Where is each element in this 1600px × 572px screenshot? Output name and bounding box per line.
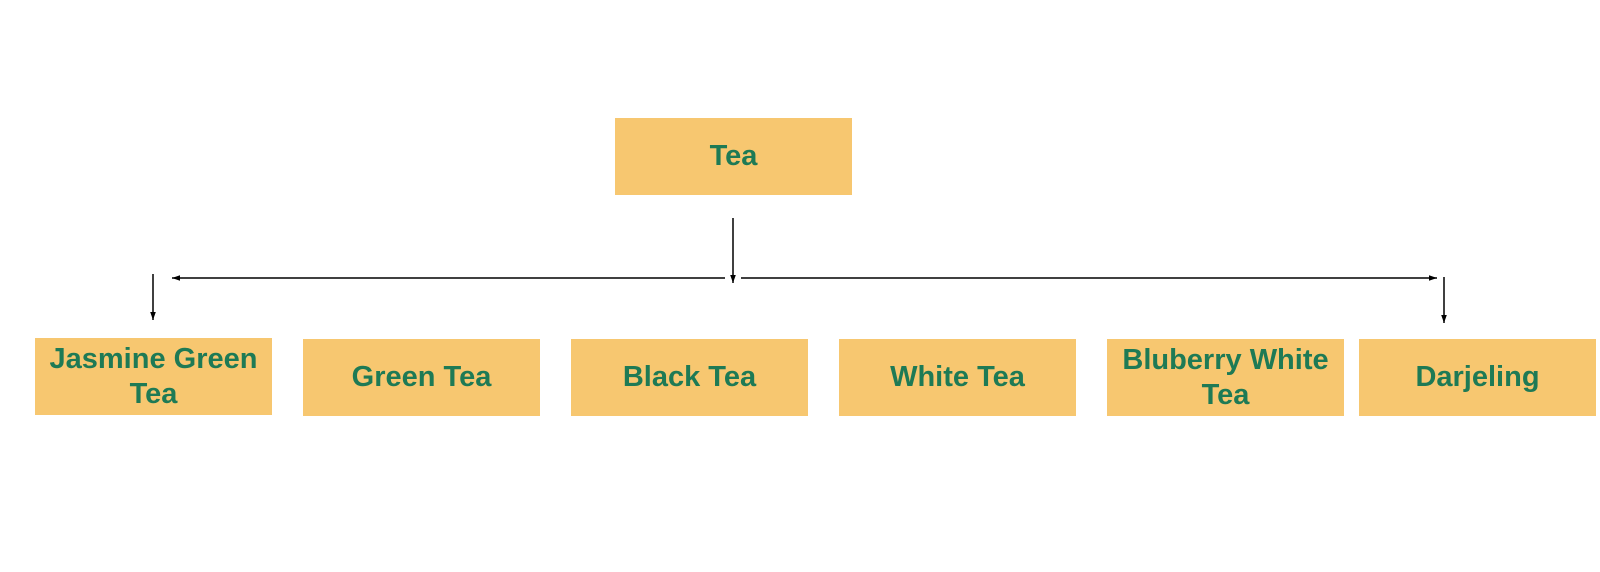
child-node-jasmine-green-tea: Jasmine Green Tea <box>35 338 272 415</box>
child-node-bluberry-white-tea: Bluberry White Tea <box>1107 339 1344 416</box>
child-node-darjeling: Darjeling <box>1359 339 1596 416</box>
child-node-white-tea: White Tea <box>839 339 1076 416</box>
root-node-tea: Tea <box>615 118 852 195</box>
child-node-green-tea: Green Tea <box>303 339 540 416</box>
child-node-black-tea: Black Tea <box>571 339 808 416</box>
